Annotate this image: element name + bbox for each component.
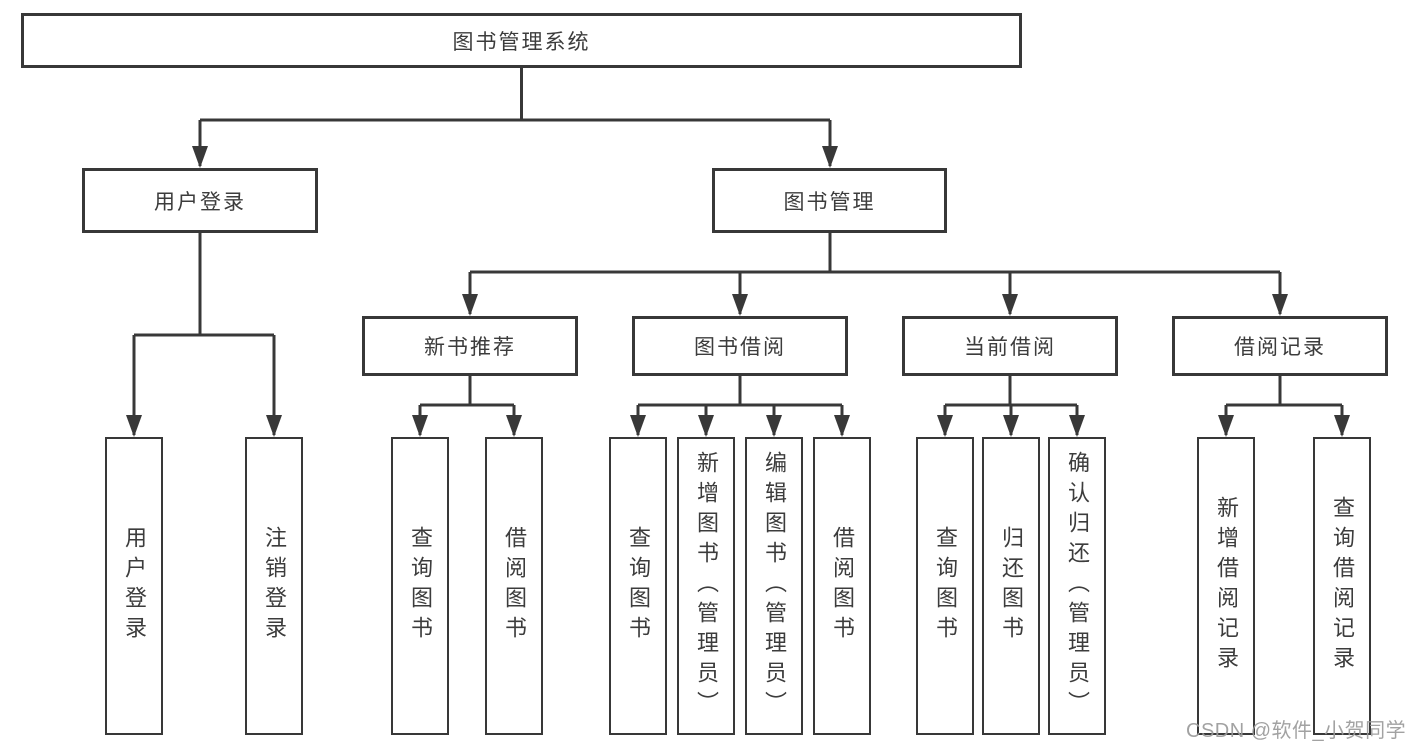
node-query-books-recommend: 查询图书 <box>391 437 449 735</box>
node-confirm-return-admin: 确认归还（管理员） <box>1048 437 1106 735</box>
node-root: 图书管理系统 <box>21 13 1022 68</box>
node-add-borrow-record: 新增借阅记录 <box>1197 437 1255 735</box>
node-book-management: 图书管理 <box>712 168 947 233</box>
node-edit-books-admin-label: 编辑图书（管理员） <box>762 451 787 721</box>
node-confirm-return-admin-label: 确认归还（管理员） <box>1065 451 1090 721</box>
node-current-borrowing-label: 当前借阅 <box>964 336 1056 359</box>
node-add-books-admin: 新增图书（管理员） <box>677 437 735 735</box>
node-query-books-borrow: 查询图书 <box>609 437 667 735</box>
node-borrow-books-recommend-label: 借阅图书 <box>502 526 527 646</box>
node-root-label: 图书管理系统 <box>452 30 591 54</box>
watermark: CSDN @软件_小贺同学 <box>1186 720 1405 742</box>
node-return-books-label: 归还图书 <box>999 526 1024 646</box>
arrowheads <box>126 146 1350 437</box>
node-add-books-admin-label: 新增图书（管理员） <box>694 451 719 721</box>
node-query-books-current: 查询图书 <box>916 437 974 735</box>
node-logout: 注销登录 <box>245 437 303 735</box>
node-new-book-recommend-label: 新书推荐 <box>424 336 516 359</box>
node-book-management-label: 图书管理 <box>783 190 876 214</box>
node-book-borrowing-label: 图书借阅 <box>694 336 786 359</box>
node-user-login: 用户登录 <box>82 168 318 233</box>
node-borrow-books-borrow-label: 借阅图书 <box>830 526 855 646</box>
node-borrowing-records-label: 借阅记录 <box>1234 336 1326 359</box>
node-query-borrow-record: 查询借阅记录 <box>1313 437 1371 735</box>
node-query-borrow-record-label: 查询借阅记录 <box>1330 496 1355 676</box>
node-return-books: 归还图书 <box>982 437 1040 735</box>
node-borrow-books-recommend: 借阅图书 <box>485 437 543 735</box>
node-edit-books-admin: 编辑图书（管理员） <box>745 437 803 735</box>
node-current-borrowing: 当前借阅 <box>902 316 1118 376</box>
node-add-borrow-record-label: 新增借阅记录 <box>1214 496 1239 676</box>
node-query-books-recommend-label: 查询图书 <box>408 526 433 646</box>
node-borrowing-records: 借阅记录 <box>1172 316 1388 376</box>
node-user-login-label: 用户登录 <box>154 190 246 214</box>
node-book-borrowing: 图书借阅 <box>632 316 848 376</box>
node-new-book-recommend: 新书推荐 <box>362 316 578 376</box>
node-borrow-books-borrow: 借阅图书 <box>813 437 871 735</box>
node-user-login-leaf: 用户登录 <box>105 437 163 735</box>
node-query-books-current-label: 查询图书 <box>933 526 958 646</box>
node-logout-label: 注销登录 <box>262 526 287 646</box>
node-user-login-leaf-label: 用户登录 <box>122 526 147 646</box>
node-query-books-borrow-label: 查询图书 <box>626 526 651 646</box>
